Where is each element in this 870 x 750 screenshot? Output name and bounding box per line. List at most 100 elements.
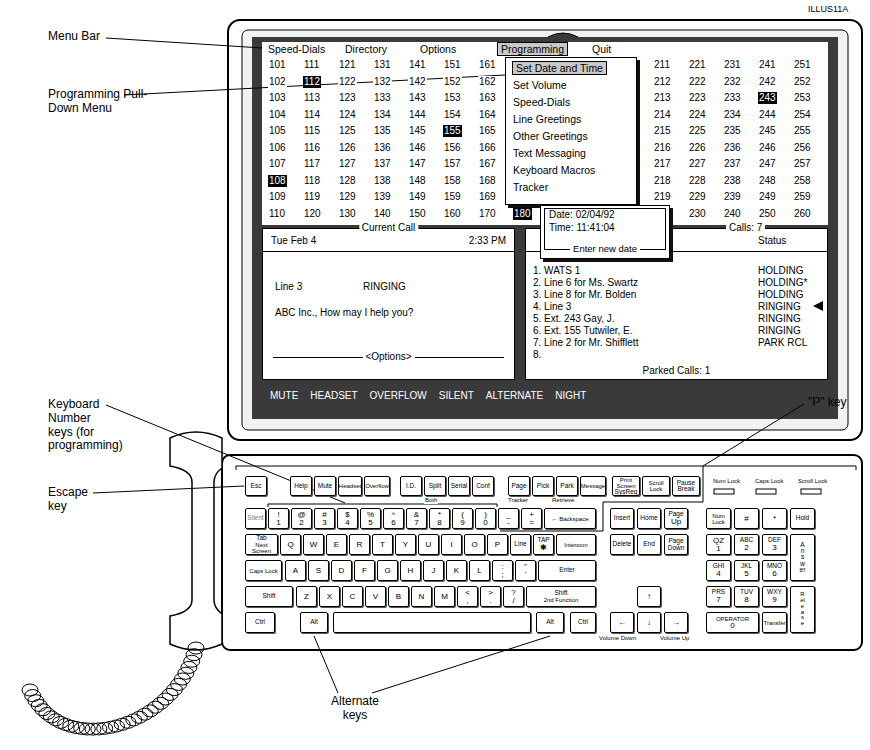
key-label: @ [297,511,305,519]
keyboard-key: J [423,560,444,581]
key-label: 5 [744,570,748,578]
key-label: + [529,511,534,519]
extension-number: 162 [478,76,497,88]
extension-number: 128 [338,175,357,187]
extension-number: 180 [513,208,532,220]
extension-number: 147 [408,158,427,170]
keyboard-key: T [372,534,393,555]
callout-label: ILLUS11A [808,4,848,14]
key-label: R [357,541,363,549]
key-label: X [327,593,332,601]
extension-number: 166 [478,142,497,154]
panel-text: HOLDING* [758,277,807,289]
extension-number: 148 [408,175,427,187]
keyboard-key: Y [395,534,416,555]
key-label: $ [345,511,349,519]
keyboard-key: Split [424,476,446,496]
extension-number: 233 [723,92,742,104]
cord-coil [39,708,55,720]
key-label: Alt [546,619,554,626]
panel-text: HOLDING [758,289,804,301]
panel-text: RINGING [363,281,406,293]
extension-number: 143 [408,92,427,104]
keyboard-key: W [303,534,324,555]
extension-number: 257 [793,158,812,170]
keyboard-key: ↓ [637,612,661,633]
extension-number: 106 [268,142,287,154]
key-label: 4 [716,570,720,578]
key-label: 3 [322,519,326,527]
keyboard-key: JKL5 [734,560,759,581]
key-label: Y [403,541,408,549]
cord-coil [22,684,38,696]
extension-number: 247 [758,158,777,170]
key-label: Down [668,545,685,552]
extension-number: 124 [338,109,357,121]
keyboard-key: P [487,534,508,555]
menu-item: Other Greetings [513,130,588,142]
extension-number: 236 [723,142,742,154]
divider-line [263,251,514,252]
extension-number: 118 [303,175,321,187]
keyboard-key: PageUp [664,508,688,529]
key-label: F [362,567,367,575]
key-label: & [414,511,419,519]
callout-label: Programming Pull-Down Menu [48,88,158,116]
cord-coil [153,697,169,709]
keyboard-key: >. [480,586,501,607]
keyboard-key: Print ScreenSysReq [612,476,640,496]
panel-text: Current Call [359,222,418,234]
key-label: # [322,511,326,519]
keyboard-key: Hold [790,508,815,529]
keyboard-key: += [521,508,542,529]
keyboard-key: # [734,508,759,529]
extension-number: 104 [268,109,287,121]
extension-number: 127 [338,158,357,170]
panel-text: <Options> [362,351,414,363]
leader-line [500,404,804,531]
extension-number: 101 [268,59,287,71]
key-label: _ [506,511,510,519]
extension-number: 164 [478,109,497,121]
extension-number: 142 [408,76,427,88]
keyboard-key: <, [457,586,478,607]
keyboard-key: Alt [300,612,328,633]
key-label: Intercom [564,542,587,548]
extension-number: 258 [793,175,812,187]
keyboard-key: $4 [337,508,358,529]
status-indicator: HEADSET [310,390,357,401]
keyboard-key: *8 [429,508,450,529]
keyboard-key: Park [556,476,578,496]
keyboard-key: Page [508,476,530,496]
keyboard-key: C [342,586,363,607]
cord-coil [184,655,200,667]
leader-line [106,405,345,503]
extension-number: 122 [338,76,357,88]
keyboard-key: (9 [452,508,473,529]
panel-text: 2:33 PM [469,235,506,247]
status-indicator: MUTE [270,390,298,401]
extension-number: 132 [373,76,392,88]
panel-text: 5. Ext. 243 Gay, J. [533,313,615,325]
key-label: - [507,519,510,527]
key-label: Enter [559,567,575,574]
leader-line [106,38,262,48]
key-label: Release [800,592,806,626]
keyboard-key: R [349,534,370,555]
key-label: Next Screen [246,542,277,554]
panel-text: RINGING [758,301,801,313]
keyboard-key: PauseBreak [672,476,700,496]
led [801,489,821,494]
keyboard-key: H [400,560,421,581]
extension-number: 109 [268,191,287,203]
keyboard-key: Headset [338,476,362,496]
extension-number: 259 [793,191,812,203]
keyboard-key: &7 [406,508,427,529]
panel-text: 4. Line 3 [533,301,571,313]
menu-item: Keyboard Macros [513,164,595,176]
key-label: # [744,515,748,523]
bracket [268,504,497,507]
callout-label: Keyboard Number keys (for programming) [48,398,114,453]
key-label: 7 [414,519,418,527]
extension-number: 137 [373,158,392,170]
